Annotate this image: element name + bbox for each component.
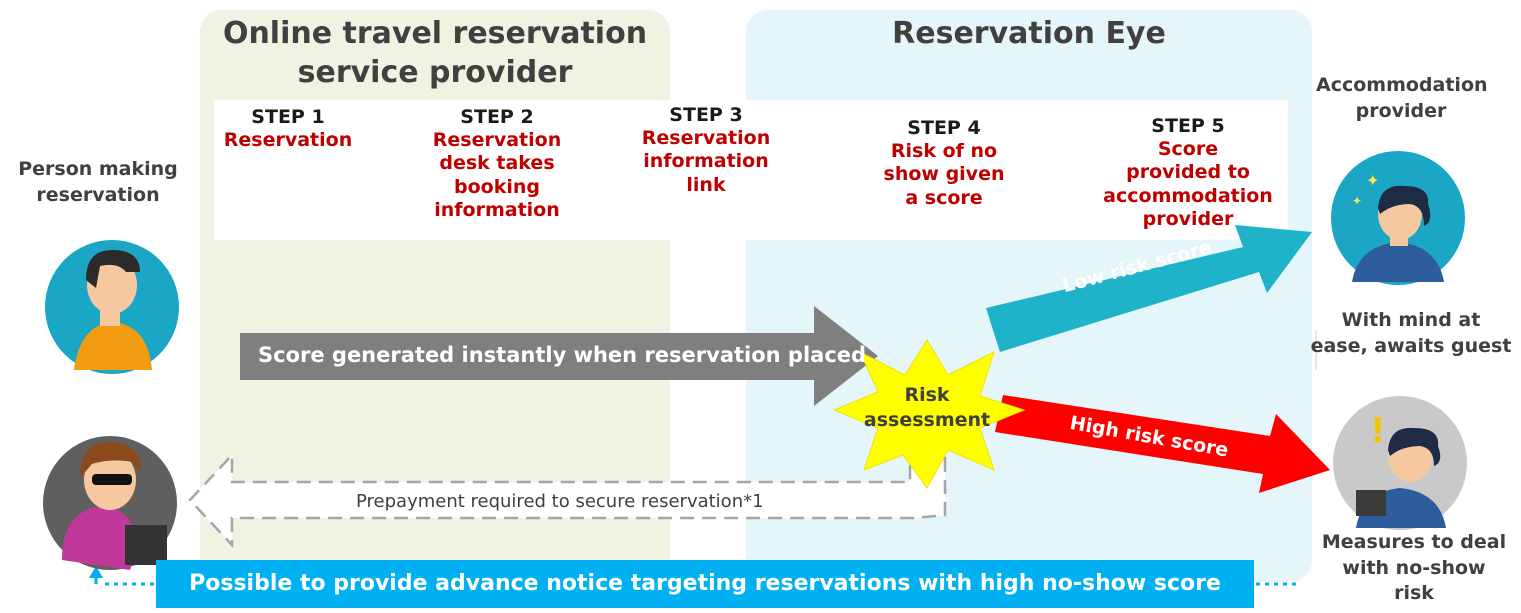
advance-notice-text: Possible to provide advance notice targe… (189, 571, 1221, 596)
step-2: STEP 2 Reservation desk takes booking in… (412, 106, 582, 222)
no-show-guest-avatar (43, 436, 177, 570)
score-generated-label: Score generated instantly when reservati… (258, 343, 867, 367)
step-3: STEP 3 Reservation information link (624, 104, 788, 197)
step-1: STEP 1 Reservation (208, 106, 368, 152)
person-label: Person making reservation (18, 158, 178, 206)
accommodation-avatar: ✦ ✦ (1331, 151, 1465, 285)
svg-text:✦: ✦ (1352, 194, 1362, 208)
step-2-number: STEP 2 (460, 106, 534, 128)
risk-burst-shape (832, 339, 1026, 489)
step-2-description: Reservation desk takes booking informati… (432, 129, 562, 221)
worried-provider-avatar: ! (1333, 396, 1467, 530)
banner-left-arrowhead (89, 566, 103, 578)
step-5-description: Score provided to accommodation provider (1103, 138, 1273, 230)
svg-text:✦: ✦ (1366, 171, 1379, 190)
high-risk-arrow (995, 395, 1330, 493)
step-5: STEP 5 Score provided to accommodation p… (1088, 115, 1288, 231)
service-provider-title: Online travel reservation service provid… (222, 16, 648, 90)
low-risk-arrow (986, 225, 1312, 352)
measures-label: Measures to deal with no-show risk (1321, 531, 1507, 605)
step-4: STEP 4 Risk of no show given a score (862, 117, 1026, 210)
prepayment-arrow (188, 451, 947, 549)
ease-label: With mind at ease, awaits guest (1310, 309, 1512, 357)
risk-assessment-label: Risk assessment (863, 384, 991, 431)
step-3-number: STEP 3 (669, 104, 743, 126)
step-5-number: STEP 5 (1151, 115, 1225, 137)
step-1-description: Reservation (223, 129, 353, 152)
advance-notice-banner: Possible to provide advance notice targe… (156, 560, 1254, 608)
svg-text:!: ! (1370, 411, 1386, 451)
step-4-description: Risk of no show given a score (883, 140, 1005, 209)
guest-avatar (45, 240, 179, 374)
reservation-eye-title: Reservation Eye (892, 16, 1166, 51)
prepayment-label: Prepayment required to secure reservatio… (356, 491, 764, 512)
accommodation-label: Accommodation provider (1316, 74, 1488, 122)
score-generated-arrow (240, 306, 878, 406)
step-4-number: STEP 4 (907, 117, 981, 139)
step-3-description: Reservation information link (641, 127, 771, 196)
steps-band (214, 100, 1288, 240)
step-1-number: STEP 1 (251, 106, 325, 128)
